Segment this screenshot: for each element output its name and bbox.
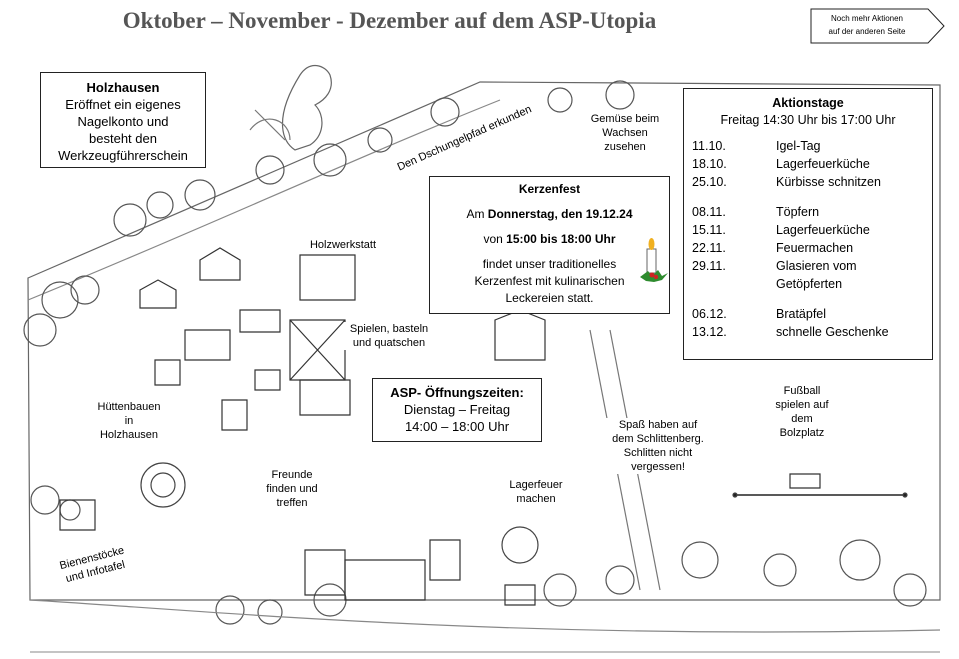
holzhausen-text-4: Werkzeugführerschein [58,148,188,163]
kerzenfest-text-2: Kerzenfest mit kulinarischen [474,274,625,288]
table-row: 13.12.schnelle Geschenke [692,325,889,339]
candle-icon [640,238,668,282]
table-row: 15.11.Lagerfeuerküche [692,223,870,237]
opening-hours-heading: ASP- Öffnungszeiten: [390,385,524,400]
page-title: Oktober – November - Dezember auf dem AS… [122,8,657,33]
opening-hours: 14:00 – 18:00 Uhr [404,419,510,434]
arrow-note-shape [810,8,945,44]
table-row: Getöpferten [776,277,843,291]
opening-days: Dienstag – Freitag [403,402,511,417]
table-row: 22.11.Feuermachen [692,241,854,255]
holzhausen-text-1: Eröffnet ein eigenes [65,97,181,112]
opening-hours-box: ASP- Öffnungszeiten: Dienstag – Freitag … [372,378,542,442]
table-row: 25.10.Kürbisse schnitzen [692,175,881,189]
table-row: 29.11.Glasieren vom [692,259,857,273]
table-row: 18.10.Lagerfeuerküche [692,157,870,171]
aktionstage-subtitle: Freitag 14:30 Uhr bis 17:00 Uhr [720,113,896,127]
holzhausen-heading: Holzhausen [86,80,160,95]
kerzenfest-heading: Kerzenfest [518,182,581,196]
table-row: 08.11.Töpfern [692,205,820,219]
table-row: 11.10.Igel-Tag [692,139,821,153]
kerzenfest-text-1: findet unser traditionelles [482,257,617,271]
kerzenfest-text-3: Leckereien statt. [505,291,594,305]
kerzenfest-box: Kerzenfest Am Donnerstag, den 19.12.24 v… [429,176,670,314]
holzhausen-box: Holzhausen Eröffnet ein eigenes Nagelkon… [40,72,206,168]
holzhausen-text-2: Nagelkonto und [77,114,169,129]
kerzenfest-date: Am Donnerstag, den 19.12.24 [466,207,633,221]
aktionstage-heading: Aktionstage [772,96,844,110]
kerzenfest-time: von 15:00 bis 18:00 Uhr [483,232,616,246]
aktionstage-table: 11.10.Igel-Tag 18.10.Lagerfeuerküche 25.… [692,137,889,341]
aktionstage-box: Aktionstage Freitag 14:30 Uhr bis 17:00 … [683,88,933,360]
label-holzwerkstatt: Holzwerkstatt [302,238,384,252]
holzhausen-text-3: besteht den [89,131,157,146]
table-row: 06.12.Bratäpfel [692,307,827,321]
